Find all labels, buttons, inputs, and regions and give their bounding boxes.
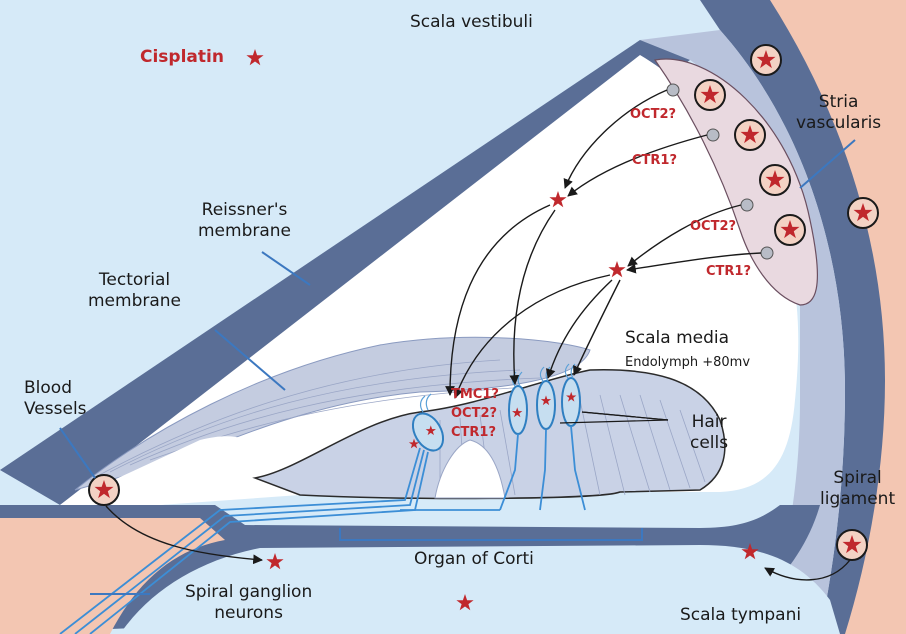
stria-drug-2 <box>734 119 766 151</box>
label-hair-cells: Hair cells <box>690 412 728 454</box>
label-scala-media: Scala media <box>625 328 730 348</box>
ganglion-line-1: Spiral ganglion <box>185 582 313 602</box>
label-scala-tympani: Scala tympani <box>680 605 802 625</box>
transporter-oct2-hair: OCT2? <box>451 406 498 421</box>
transport-arrows <box>105 89 851 581</box>
ligament-line-2: ligament <box>820 489 896 509</box>
hair-line-2: cells <box>690 433 729 453</box>
transporter-nodes <box>666 83 774 260</box>
blood-vessel-drug <box>88 474 120 506</box>
vessel-drug-top <box>750 44 782 76</box>
inner-hair-cell <box>411 412 445 452</box>
transporter-oct2-top: OCT2? <box>630 107 677 122</box>
transporter-ctr1-hair: CTR1? <box>451 425 497 440</box>
stria-drug-4 <box>774 214 806 246</box>
stria-drug-1 <box>694 79 726 111</box>
blood-line-1: Blood <box>24 378 72 398</box>
label-organ-of-corti: Organ of Corti <box>414 549 534 569</box>
label-spiral-ganglion-neurons: Spiral ganglion neurons <box>185 582 312 624</box>
nerve-fibers <box>59 425 586 634</box>
tectorial-line-2: membrane <box>88 291 182 311</box>
stria-line-2: vascularis <box>796 113 882 133</box>
hair-line-1: Hair <box>691 412 727 432</box>
scala-tympani <box>120 545 840 634</box>
stria-line-1: Stria <box>818 92 859 112</box>
outer-hair-cell-2 <box>536 380 556 430</box>
tectorial-line-1: Tectorial <box>98 270 171 290</box>
lateral-wall <box>700 0 885 634</box>
hair-cell-pointers <box>559 411 669 424</box>
tunnel-of-corti <box>434 439 506 499</box>
transporter-tmc1-hair: TMC1? <box>451 387 499 402</box>
transporter-ctr1-bottom: CTR1? <box>706 264 752 279</box>
label-blood-vessels: Blood Vessels <box>24 378 87 420</box>
label-endolymph: Endolymph +80mv <box>625 355 751 370</box>
stria-drug-3 <box>759 164 791 196</box>
blood-line-2: Vessels <box>24 399 87 419</box>
stria-vascularis <box>653 58 819 306</box>
transporter-oct2-bottom: OCT2? <box>690 219 737 234</box>
spiral-limbus <box>60 436 300 505</box>
label-stria-vascularis: Stria vascularis <box>796 92 881 134</box>
spiral-ligament-drug <box>836 529 868 561</box>
label-reissners-membrane: Reissner's membrane <box>198 200 291 242</box>
ganglion-line-2: neurons <box>214 603 283 623</box>
label-cisplatin: Cisplatin <box>140 47 224 67</box>
reissner-line-1: Reissner's <box>201 200 288 220</box>
ligament-drug <box>847 197 879 229</box>
label-pointers <box>59 139 856 595</box>
outer-hair-cell-3 <box>561 377 581 427</box>
label-tectorial-membrane: Tectorial membrane <box>88 270 181 312</box>
label-spiral-ligament: Spiral ligament <box>820 468 895 510</box>
organ-of-corti-bracket <box>339 528 643 541</box>
spiral-ligament-tissue <box>760 0 906 634</box>
transporter-ctr1-top: CTR1? <box>632 153 678 168</box>
spiral-ganglion-tissue <box>0 518 225 634</box>
label-scala-vestibuli: Scala vestibuli <box>410 12 533 32</box>
hair-cells-group <box>411 377 581 452</box>
reissner-line-2: membrane <box>198 221 292 241</box>
ligament-line-1: Spiral <box>833 468 882 488</box>
